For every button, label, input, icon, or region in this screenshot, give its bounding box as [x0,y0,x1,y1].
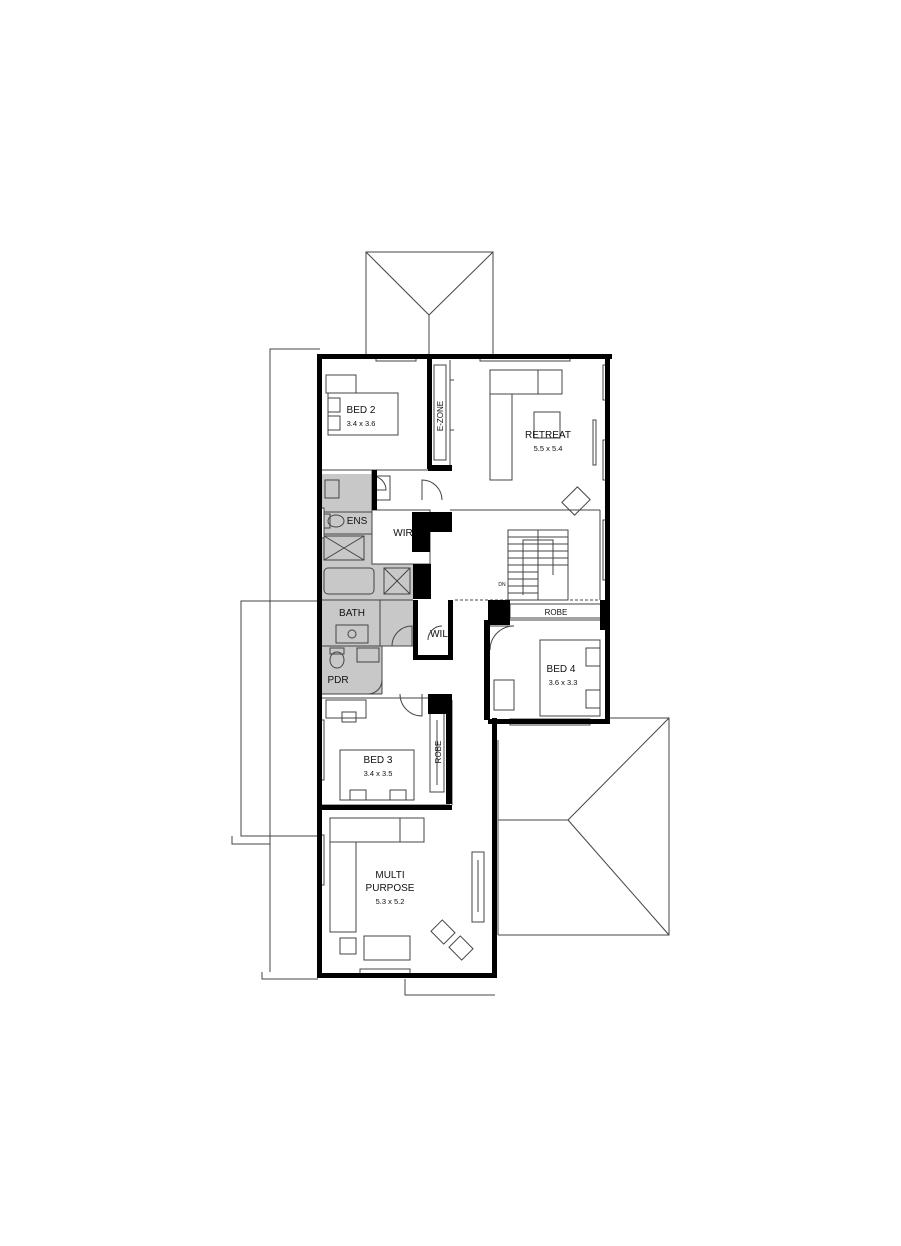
bed-2-bed [327,392,399,436]
multi-dims: 5.3 x 5.2 [376,897,405,906]
wil-label: WIL [430,629,448,640]
multi-label-line2: PURPOSE [366,883,415,894]
room-labels: BED 2 3.4 x 3.6 RETREAT 5.5 x 5.4 BED 4 … [327,401,577,906]
wet-areas [322,474,413,694]
robe-bed3-label: ROBE [434,741,443,764]
bed-2-label: BED 2 [347,405,376,416]
stair-dn-label: DN [498,582,506,588]
roof-outlines [231,251,670,996]
retreat-label: RETREAT [525,430,571,441]
bath-label: BATH [339,608,365,619]
robe-bed4-label: ROBE [545,608,568,617]
retreat-dims: 5.5 x 5.4 [534,444,563,453]
walls [317,354,612,978]
wir-label: WIR [393,528,412,539]
bed-4-dims: 3.6 x 3.3 [549,678,578,687]
pdr-label: PDR [327,675,348,686]
bed-4-label: BED 4 [547,664,576,675]
bed-4-bed [539,639,601,717]
stairs [507,529,569,601]
furniture [323,364,603,961]
ezone-label: E-ZONE [436,401,445,431]
bed-3-bed [339,749,415,801]
bed-3-dims: 3.4 x 3.5 [364,769,393,778]
bed-3-label: BED 3 [364,755,393,766]
multi-sofa [329,817,425,843]
sofa [489,369,563,395]
bed-2-dims: 3.4 x 3.6 [347,419,376,428]
bathtub [323,567,375,595]
multi-label-line1: MULTI [375,870,404,881]
ens-label: ENS [347,516,368,527]
